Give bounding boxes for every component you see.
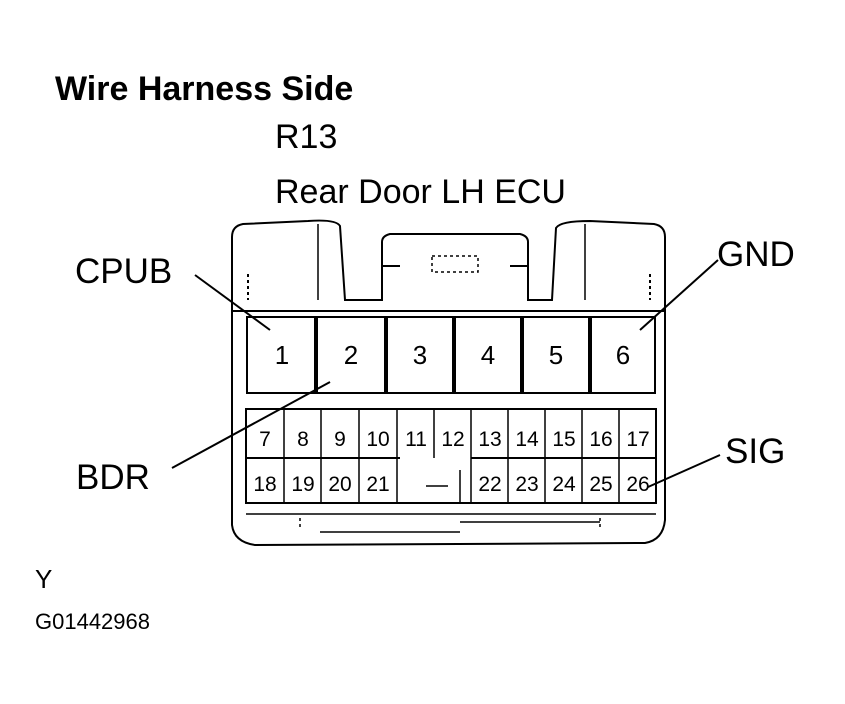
pin-22: 22 bbox=[478, 473, 501, 496]
pin-12: 12 bbox=[441, 428, 464, 451]
pin-16: 16 bbox=[589, 428, 612, 451]
pin-11: 11 bbox=[405, 428, 427, 451]
pin-1: 1 bbox=[275, 340, 289, 370]
pin-2: 2 bbox=[344, 340, 358, 370]
cpub-leader bbox=[194, 274, 271, 331]
label-gnd: GND bbox=[717, 235, 795, 274]
pin-4: 4 bbox=[481, 340, 495, 370]
label-cpub: CPUB bbox=[75, 252, 172, 291]
connector-code: R13 bbox=[275, 118, 338, 156]
label-bdr: BDR bbox=[76, 458, 150, 497]
pin-3: 3 bbox=[413, 340, 427, 370]
diagram-heading: Wire Harness Side bbox=[55, 70, 354, 108]
pin-24: 24 bbox=[552, 473, 576, 496]
connector-outline bbox=[231, 219, 666, 547]
pin-14: 14 bbox=[515, 428, 539, 451]
bdr-leader bbox=[171, 381, 331, 469]
pin-19: 19 bbox=[291, 473, 314, 496]
pin-21: 21 bbox=[366, 473, 389, 496]
pin-6: 6 bbox=[616, 340, 630, 370]
pin-8: 8 bbox=[297, 428, 309, 451]
footer-mark: Y bbox=[35, 564, 53, 594]
pin-5: 5 bbox=[549, 340, 563, 370]
pin-20: 20 bbox=[328, 473, 351, 496]
pin-13: 13 bbox=[478, 428, 501, 451]
component-name: Rear Door LH ECU bbox=[275, 173, 566, 211]
gnd-leader bbox=[639, 259, 719, 331]
label-sig: SIG bbox=[725, 432, 785, 471]
pin-25: 25 bbox=[589, 473, 612, 496]
pin-17: 17 bbox=[626, 428, 649, 451]
pin-26: 26 bbox=[626, 473, 649, 496]
figure-id: G01442968 bbox=[35, 609, 150, 634]
pin-18: 18 bbox=[253, 473, 276, 496]
sig-leader bbox=[647, 454, 721, 488]
pin-15: 15 bbox=[552, 428, 575, 451]
pin-10: 10 bbox=[366, 428, 389, 451]
pin-7: 7 bbox=[259, 428, 271, 451]
pin-9: 9 bbox=[334, 428, 346, 451]
pin-23: 23 bbox=[515, 473, 538, 496]
